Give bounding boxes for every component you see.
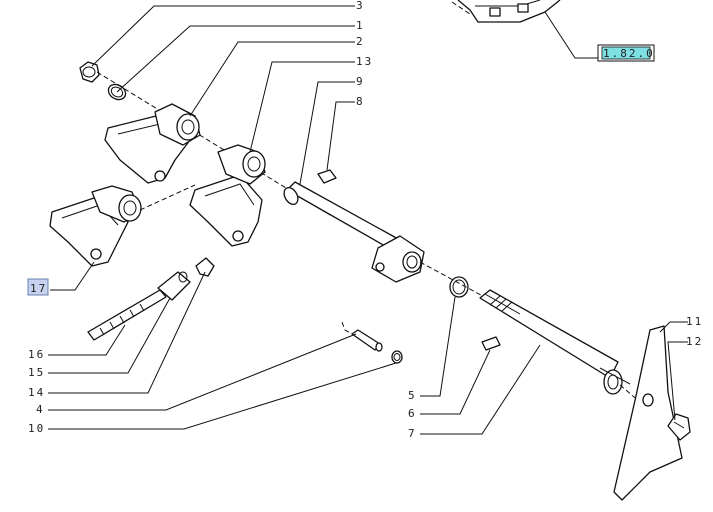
clip-part-14 — [195, 257, 215, 277]
callout-7: 7 — [408, 427, 417, 440]
callout-14: 14 — [28, 386, 45, 399]
callout-15: 15 — [28, 366, 45, 379]
leader-lines — [48, 5, 688, 435]
callout-12: 12 — [686, 335, 703, 348]
axis-dash-forks — [139, 184, 196, 211]
callout-8: 8 — [356, 95, 365, 108]
shaft-part-7 — [479, 289, 631, 395]
axis-dash-pin — [341, 321, 353, 335]
ring-part-5 — [449, 276, 469, 298]
callout-10: 10 — [28, 422, 45, 435]
fork-part-17 — [49, 185, 142, 267]
callout-11: 11 — [686, 315, 703, 328]
pin-part-8 — [317, 169, 337, 184]
callout-3: 3 — [356, 0, 365, 12]
callout-6: 6 — [408, 407, 417, 420]
fork-part-2 — [104, 103, 201, 184]
reference-box[interactable]: 1.82.0 — [597, 44, 655, 62]
callout-1: 1 — [356, 19, 365, 32]
callout-4: 4 — [36, 403, 45, 416]
ring-part-10 — [391, 350, 403, 364]
joint-part-15 — [157, 271, 191, 301]
callout-17: 17 — [30, 282, 47, 295]
housing-fragment — [451, 0, 561, 23]
callout-16: 16 — [28, 348, 45, 361]
lever-part-11 — [613, 325, 683, 501]
callout-9: 9 — [356, 75, 365, 88]
fork-part-13 — [189, 144, 266, 247]
reference-label: 1.82.0 — [603, 47, 655, 60]
axis-dash-lever — [619, 384, 641, 403]
callout-2: 2 — [356, 35, 365, 48]
shaft-part-9 — [283, 181, 425, 283]
callout-5: 5 — [408, 389, 417, 402]
key-part-6 — [481, 336, 501, 351]
axis-dash-lower — [419, 261, 491, 301]
reference-leader — [544, 11, 600, 59]
bolt-part-16 — [87, 289, 167, 341]
callout-17-highlight — [27, 278, 49, 296]
nut-part-3 — [79, 61, 100, 83]
pin-part-4 — [351, 329, 383, 352]
callout-13: 13 — [356, 55, 373, 68]
